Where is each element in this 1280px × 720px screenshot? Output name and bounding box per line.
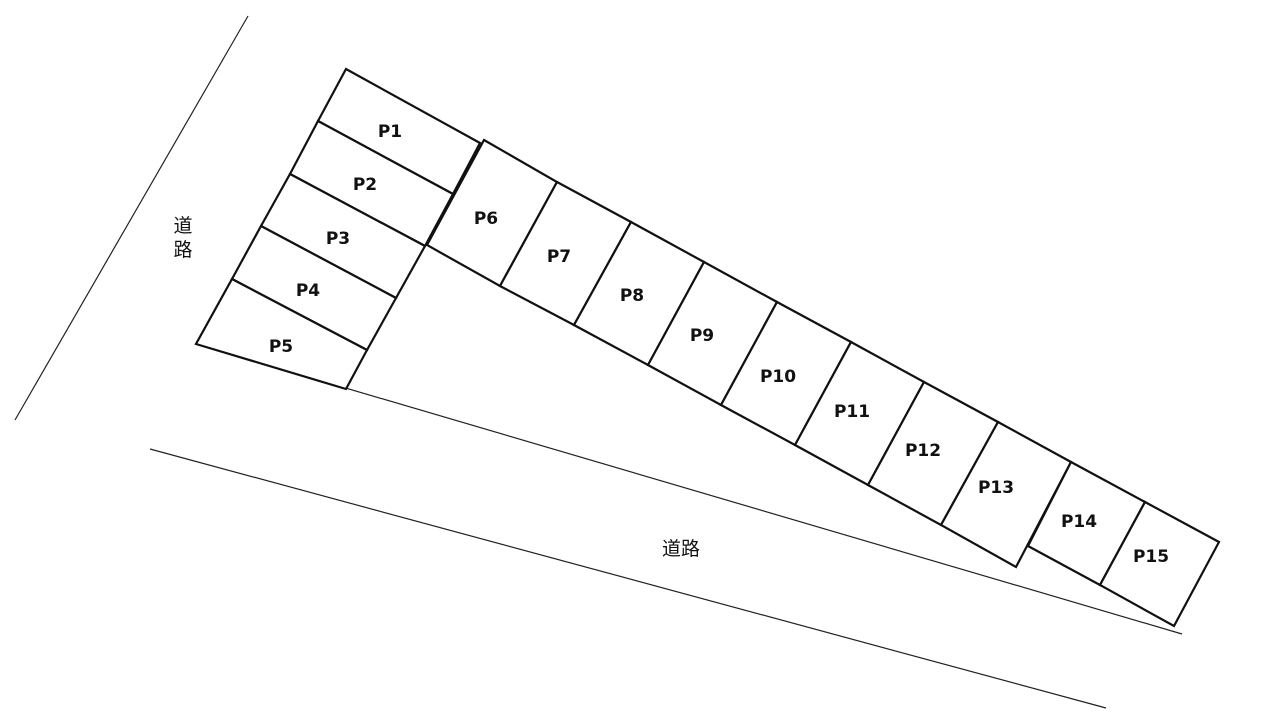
stall-label-p11: P11 (834, 402, 870, 422)
stall-label-p3: P3 (326, 229, 350, 249)
bottom-road-label: 道路 (662, 538, 700, 560)
stall-label-p6: P6 (474, 209, 498, 229)
stall-label-p8: P8 (620, 286, 644, 306)
stall-label-p2: P2 (353, 175, 377, 195)
left-road-label-char-2: 路 (173, 239, 192, 261)
stall-label-p4: P4 (296, 281, 320, 301)
stall-label-p14: P14 (1061, 512, 1097, 532)
stall-p5 (194, 277, 369, 391)
lot-front-edge (195, 343, 1183, 635)
stall-p13 (939, 420, 1073, 569)
left-road-label-char-1: 道 (173, 215, 192, 237)
stall-label-p13: P13 (978, 478, 1014, 498)
stall-label-p12: P12 (905, 441, 941, 461)
stall-p15 (1098, 500, 1221, 628)
stall-label-p10: P10 (760, 367, 796, 387)
stall-label-p7: P7 (547, 247, 571, 267)
stall-label-p9: P9 (690, 326, 714, 346)
bottom-road-edge (149, 448, 1107, 709)
stall-label-p15: P15 (1133, 547, 1169, 567)
stall-label-p5: P5 (269, 337, 293, 357)
left-road-edge (14, 15, 249, 421)
stall-label-p1: P1 (378, 122, 402, 142)
